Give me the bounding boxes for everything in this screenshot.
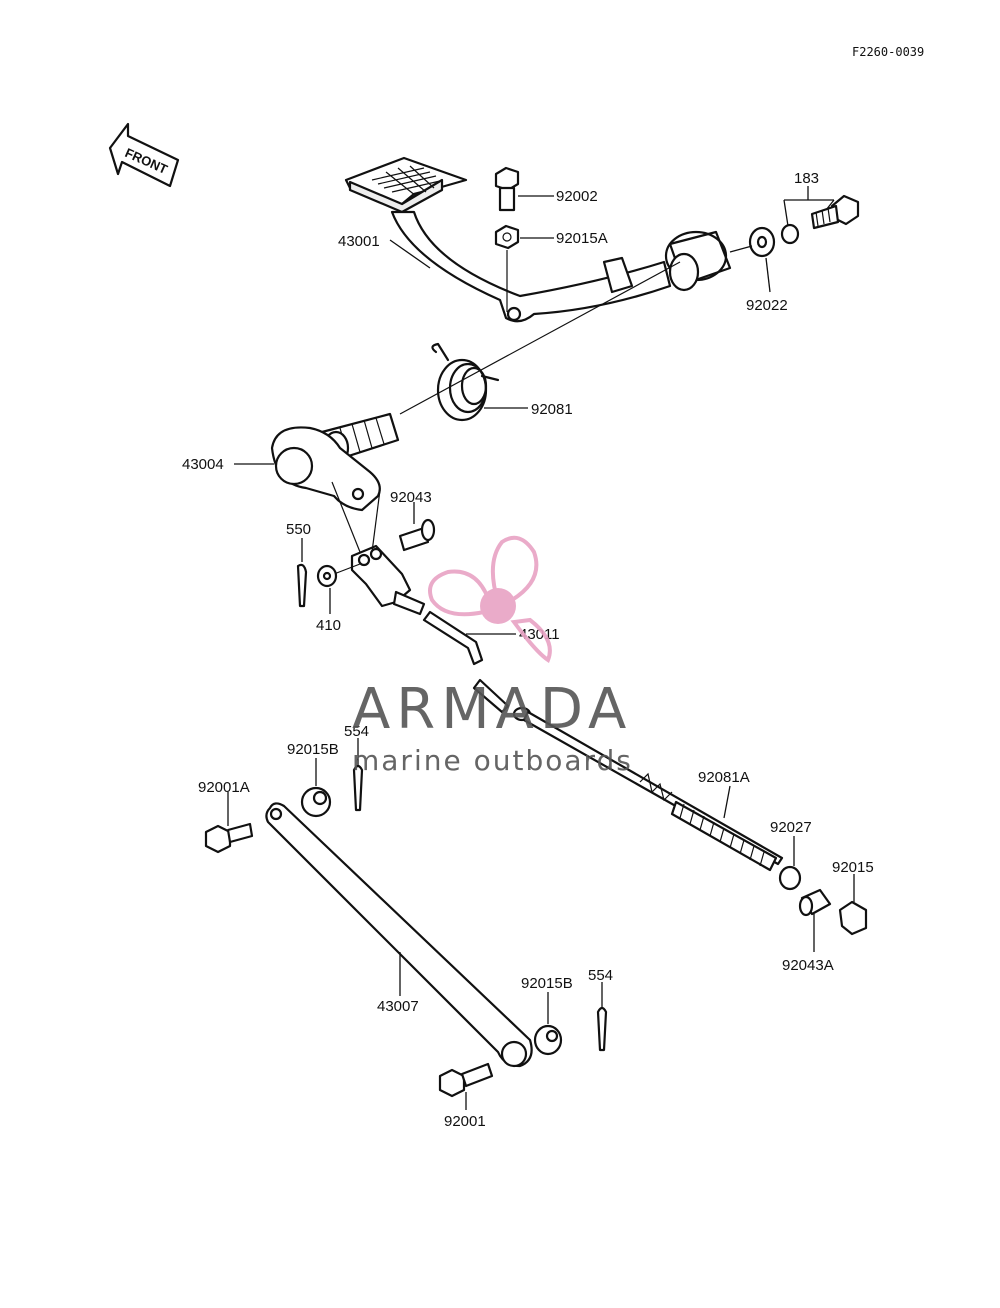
label-92081A: 92081A [698,769,750,786]
nut-92015 [838,900,868,936]
watermark-brand: ARMADA [352,677,632,742]
cotter-pin-554-lower [596,1006,608,1052]
label-92043: 92043 [390,489,432,506]
cotter-pin-550 [296,563,308,608]
label-92015A: 92015A [556,230,608,247]
label-92001A: 92001A [198,779,250,796]
clevis-joint [350,544,426,616]
washer-92027 [778,865,802,891]
figure-code: F2260-0039 [852,45,924,59]
brake-pedal-43001 [344,156,732,323]
pin-92043 [398,518,436,552]
lever-43004 [270,412,400,512]
label-92043A: 92043A [782,957,834,974]
bolt-92002 [494,166,520,212]
label-92001: 92001 [444,1113,486,1130]
label-43007: 43007 [377,998,419,1015]
label-43001: 43001 [338,233,380,250]
bolt-183 [780,194,860,245]
label-550: 550 [286,521,311,538]
nut-92015B-upper [300,786,332,818]
label-92081: 92081 [531,401,573,418]
label-92022: 92022 [746,297,788,314]
bolt-92001A [204,822,254,854]
label-43004: 43004 [182,456,224,473]
label-410: 410 [316,617,341,634]
label-92015B-upper: 92015B [287,741,339,758]
washer-92022 [748,226,776,258]
washer-410 [316,564,338,588]
front-arrow-icon: FRONT [108,122,180,188]
leader-43001 [389,239,431,269]
bolt-92001 [438,1062,494,1098]
label-92002: 92002 [556,188,598,205]
spring-92081 [431,342,500,422]
label-554-upper: 554 [344,723,369,740]
nut-92015B-lower [533,1024,563,1056]
propeller-logo-icon [428,535,552,664]
watermark-tagline: marine outboards [352,744,633,777]
label-92015B-lower: 92015B [521,975,573,992]
link-43007 [265,802,533,1068]
label-183: 183 [794,170,819,187]
label-92027: 92027 [770,819,812,836]
cotter-pin-554-upper [352,764,364,812]
nut-92015A [494,224,520,250]
label-92015: 92015 [832,859,874,876]
pin-92043A [798,888,832,917]
brake-rod-92081A [512,706,784,872]
armada-watermark: ARMADA marine outboards [352,535,633,777]
label-554-lower: 554 [588,967,613,984]
rod-43011 [422,610,510,714]
